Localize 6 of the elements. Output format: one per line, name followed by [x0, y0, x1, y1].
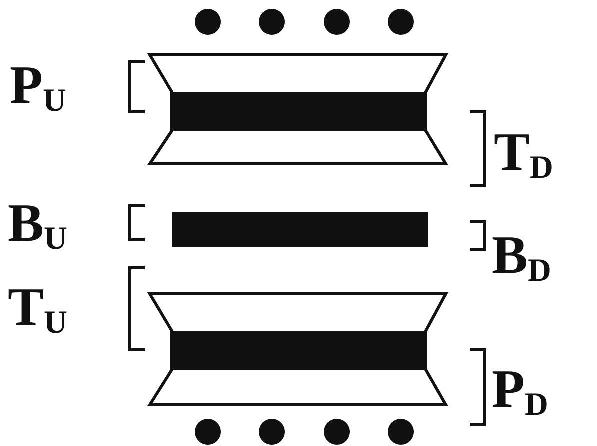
layer-label: P$_{U}$ — [10, 58, 66, 118]
layer-label: B$_{D}$ — [492, 228, 552, 288]
layer-label: T$_{U}$ — [8, 280, 68, 340]
layer-label: P$_{D}$ — [492, 362, 548, 422]
layer-label: B$_{U}$ — [8, 196, 68, 256]
layer-label: T$_{D}$ — [494, 125, 554, 184]
